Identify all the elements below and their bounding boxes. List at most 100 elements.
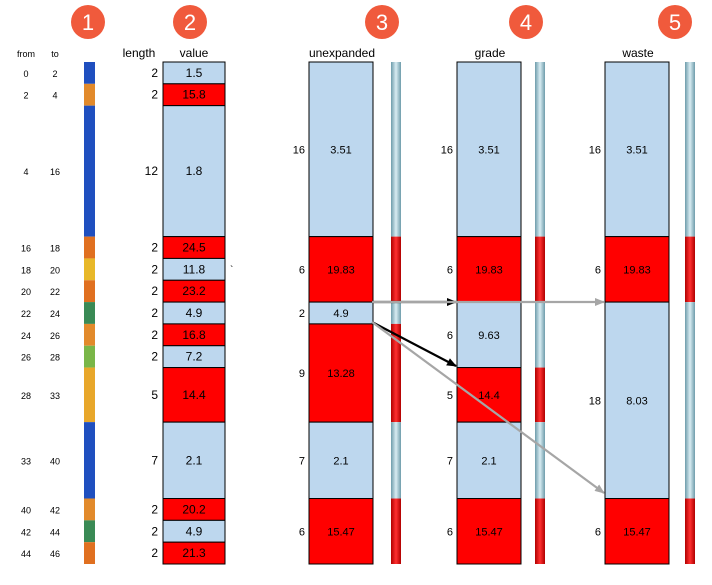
grade-length-label: 7 (447, 455, 453, 467)
header-value: value (180, 46, 209, 60)
color-strip-segment (84, 422, 95, 499)
unexpanded-bar-segment (391, 422, 401, 499)
value-cell-label: 21.3 (182, 546, 206, 560)
unexpanded-cell-label: 2.1 (333, 455, 348, 467)
grade-cell-label: 9.63 (478, 330, 499, 342)
interval-to: 33 (50, 391, 60, 401)
interval-length: 2 (151, 502, 158, 516)
interval-to: 26 (50, 331, 60, 341)
value-cell-label: 14.4 (182, 388, 206, 402)
unexpanded-cell-label: 15.47 (327, 526, 355, 538)
waste-bar-segment (685, 302, 695, 499)
value-cell-label: 23.2 (182, 284, 206, 298)
color-strip-segment (84, 367, 95, 423)
grade-cell (456, 236, 522, 303)
grade-bar-segment (535, 367, 545, 423)
color-strip-segment (84, 302, 95, 324)
color-strip-segment (84, 62, 95, 84)
unexpanded-cell (308, 421, 374, 500)
grade-length-label: 6 (447, 264, 453, 276)
unexpanded-length-label: 16 (293, 144, 305, 156)
interval-length: 5 (151, 388, 158, 402)
grade-length-label: 6 (447, 330, 453, 342)
step-badge-3-label: 3 (376, 10, 388, 35)
interval-to: 44 (50, 527, 60, 537)
header-to: to (51, 49, 59, 59)
arrow-to-grade-mid (371, 321, 457, 367)
step-badge-2: 2 (173, 5, 207, 39)
unexpanded-length-label: 2 (299, 308, 305, 320)
waste-cell-label: 8.03 (626, 395, 647, 407)
interval-to: 46 (50, 549, 60, 559)
interval-to: 28 (50, 353, 60, 363)
grade-bar-segment (535, 422, 545, 499)
interval-from: 40 (21, 505, 31, 515)
unexpanded-length-label: 6 (299, 526, 305, 538)
interval-from: 24 (21, 331, 31, 341)
interval-length: 2 (151, 546, 158, 560)
header-grade: grade (475, 46, 506, 60)
value-cell-label: 4.9 (186, 306, 203, 320)
header-unexpanded: unexpanded (309, 46, 375, 60)
interval-from: 18 (21, 265, 31, 275)
color-strip-segment (84, 280, 95, 303)
interval-length: 2 (151, 284, 158, 298)
color-strip-segment (84, 105, 95, 237)
interval-length: 2 (151, 524, 158, 538)
waste-bar-segment (685, 498, 695, 564)
unexpanded-cell (308, 498, 374, 565)
interval-to: 22 (50, 287, 60, 297)
unexpanded-cell-label: 3.51 (330, 144, 351, 156)
color-strip-segment (84, 323, 95, 346)
waste-length-label: 6 (595, 264, 601, 276)
interval-length: 2 (151, 262, 158, 276)
value-cell-label: 2.1 (186, 453, 203, 467)
waste-bar-segment (685, 62, 695, 237)
grade-cell-label: 3.51 (478, 144, 499, 156)
waste-length-label: 16 (589, 144, 601, 156)
grade-length-label: 16 (441, 144, 453, 156)
waste-length-label: 6 (595, 526, 601, 538)
interval-to: 20 (50, 265, 60, 275)
header-waste: waste (621, 46, 654, 60)
interval-length: 2 (151, 66, 158, 80)
step-badge-1-label: 1 (82, 10, 94, 35)
interval-to: 2 (52, 69, 57, 79)
unexpanded-bar-segment (391, 302, 401, 324)
step-badge-4-label: 4 (520, 10, 532, 35)
grade-bar-segment (535, 62, 545, 237)
color-strip-segment (84, 83, 95, 106)
interval-from: 33 (21, 456, 31, 466)
step-badge-1: 1 (71, 5, 105, 39)
grade-bar-segment (535, 236, 545, 303)
value-cell-label: 15.8 (182, 88, 206, 102)
value-cell-label: 16.8 (182, 328, 206, 342)
waste-length-label: 18 (589, 395, 601, 407)
step-badge-4: 4 (509, 5, 543, 39)
unexpanded-cell-label: 19.83 (327, 264, 355, 276)
grade-cell-label: 19.83 (475, 264, 503, 276)
value-cell-label: 24.5 (182, 241, 206, 255)
grade-cell-label: 2.1 (481, 455, 496, 467)
grade-cell (456, 421, 522, 500)
interval-length: 2 (151, 241, 158, 255)
value-cell (162, 541, 226, 565)
grade-bar-segment (535, 302, 545, 368)
interval-to: 40 (50, 456, 60, 466)
waste-bar-segment (685, 236, 695, 303)
unexpanded-length-label: 9 (299, 368, 305, 380)
color-strip-segment (84, 520, 95, 543)
color-strip-segment (84, 345, 95, 368)
value-cell-label: 7.2 (186, 350, 203, 364)
interval-to: 4 (52, 91, 57, 101)
waste-cell-label: 19.83 (623, 264, 651, 276)
interval-to: 18 (50, 244, 60, 254)
